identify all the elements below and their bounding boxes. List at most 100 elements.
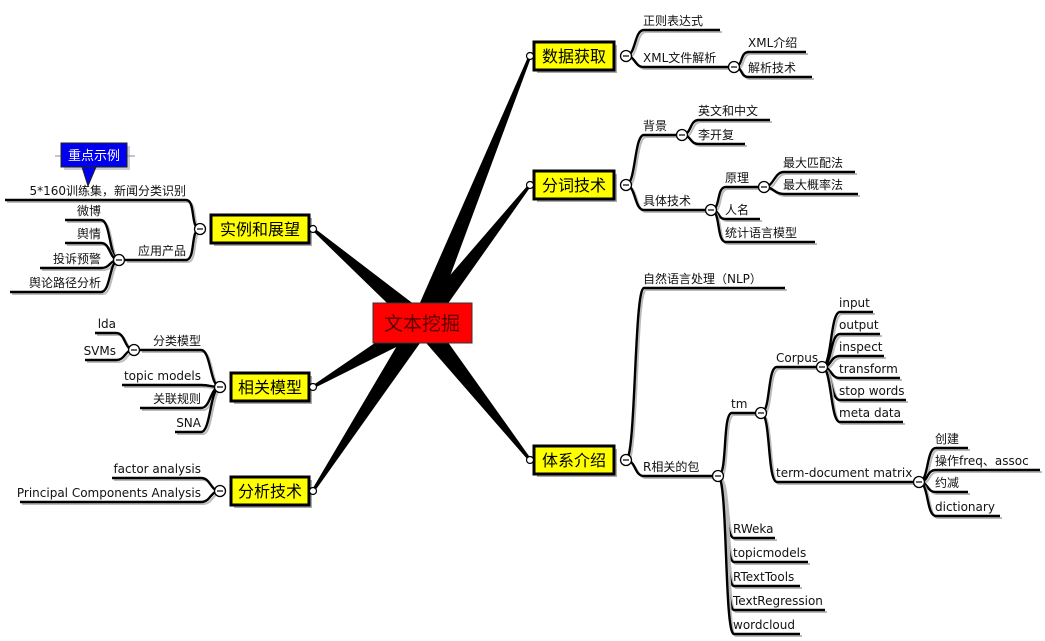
node-label[interactable]: term-document matrix [776,466,912,480]
branch-line [624,286,785,462]
topic-box[interactable] [229,475,311,507]
node-label[interactable]: R相关的包 [643,459,699,474]
main-topic[interactable]: 相关模型 [229,371,312,404]
topic-connector [414,184,532,330]
node-label[interactable]: Principal Components Analysis [17,486,201,500]
node-label[interactable]: SVMs [84,344,116,358]
main-topic[interactable]: 体系介绍 [532,444,617,477]
node-label[interactable]: 具体技术 [643,194,691,208]
node-label[interactable]: input [839,296,870,310]
node-label[interactable]: 舆论路径分析 [29,275,101,290]
node-label[interactable]: 正则表达式 [643,14,703,28]
callout-box[interactable] [60,142,128,168]
node-label[interactable]: SNA [176,416,202,430]
node-label[interactable]: 投诉预警 [53,251,101,266]
topic-anchor-icon [308,486,318,496]
node-label[interactable]: factor analysis [113,462,201,476]
branch-line [716,474,800,636]
node-label[interactable]: 舆情 [77,226,101,241]
node-collapse-toggle[interactable] [912,475,926,489]
topic-collapse-toggle[interactable] [213,484,227,498]
branch-shadow [719,477,827,613]
central-connectors [311,55,532,492]
topic-label: 体系介绍 [542,451,606,470]
node-label[interactable]: 自然语言处理（NLP） [643,271,762,286]
node-label[interactable]: Corpus [776,351,818,365]
node-label[interactable]: topicmodels [733,546,806,560]
node-label[interactable]: stop words [839,384,904,398]
node-label[interactable]: topic models [124,369,201,383]
node-label[interactable]: TextRegression [732,594,823,608]
node-label[interactable]: 李开复 [698,127,734,142]
central-topic[interactable]: 文本挖掘 [372,302,473,344]
topic-anchor-icon [308,382,318,392]
callout-label: 重点示例 [68,148,120,164]
node-label[interactable]: RTextTools [733,570,794,584]
callout-note[interactable]: 重点示例 [55,142,135,188]
topic-anchor-icon [525,455,535,465]
node-label[interactable]: lda [98,317,116,331]
node-collapse-toggle[interactable] [112,253,126,267]
topic-label: 相关模型 [238,378,302,397]
topic-collapse-toggle[interactable] [619,178,633,192]
node-label[interactable]: RWeka [733,522,774,536]
topic-label: 实例和展望 [220,220,300,239]
node-label[interactable]: 微博 [77,203,101,218]
branch-shadow [124,386,223,390]
main-topic[interactable]: 分词技术 [532,169,617,202]
node-label[interactable]: 分类模型 [153,334,201,348]
node-label[interactable]: output [839,318,879,332]
node-collapse-toggle[interactable] [757,180,771,194]
topic-anchor-icon [525,180,535,190]
node-label[interactable]: XML文件解析 [643,50,716,65]
branch-lines [5,28,1042,637]
topic-connector [414,316,532,461]
topic-box[interactable] [209,213,311,245]
topic-anchor-icon [525,51,535,61]
node-label[interactable]: 应用产品 [138,243,186,258]
main-topic[interactable]: 数据获取 [532,40,617,73]
node-label[interactable]: 解析技术 [748,61,796,75]
node-label[interactable]: XML介绍 [748,36,797,50]
node-collapse-toggle[interactable] [754,406,768,420]
topic-connector [311,317,431,492]
node-label[interactable]: 背景 [643,119,667,133]
node-label[interactable]: inspect [839,340,883,354]
branch-shadow [7,201,203,232]
main-topic[interactable]: 实例和展望 [209,213,312,246]
topic-collapse-toggle[interactable] [619,453,633,467]
topic-collapse-toggle[interactable] [619,49,633,63]
topic-anchor-icon [308,224,318,234]
node-label[interactable]: 5*160训练集，新闻分类识别 [29,183,186,198]
node-label[interactable]: 关联规则 [153,391,201,406]
node-label[interactable]: wordcloud [733,618,795,632]
node-label[interactable]: 最大概率法 [783,177,843,192]
topic-label: 分词技术 [542,176,606,195]
node-collapse-toggle[interactable] [815,360,829,374]
node-collapse-toggle[interactable] [675,128,689,142]
node-label[interactable]: transform [839,362,898,376]
topic-label: 分析技术 [238,482,302,501]
topic-collapse-toggle[interactable] [213,380,227,394]
topic-box[interactable] [532,444,616,476]
branch-line [717,411,755,478]
node-label[interactable]: 创建 [935,432,959,446]
central-topic-box[interactable] [372,302,473,344]
node-label[interactable]: 约减 [935,475,959,490]
node-label[interactable]: tm [731,397,747,411]
main-topic[interactable]: 分析技术 [229,475,312,508]
node-label[interactable]: 最大匹配法 [783,156,843,170]
node-collapse-toggle[interactable] [127,343,141,357]
node-label[interactable]: 统计语言模型 [725,226,797,240]
node-label[interactable]: 人名 [725,202,749,217]
node-label[interactable]: dictionary [935,500,995,514]
node-collapse-toggle[interactable] [704,203,718,217]
node-label[interactable]: meta data [839,406,901,420]
node-label[interactable]: 原理 [725,171,749,185]
node-label[interactable]: 英文和中文 [698,103,758,118]
node-collapse-toggle[interactable] [727,60,741,74]
node-collapse-toggle[interactable] [711,469,725,483]
branch-line [716,474,825,612]
topic-collapse-toggle[interactable] [193,222,207,236]
node-label[interactable]: 操作freq、assoc [935,453,1029,468]
